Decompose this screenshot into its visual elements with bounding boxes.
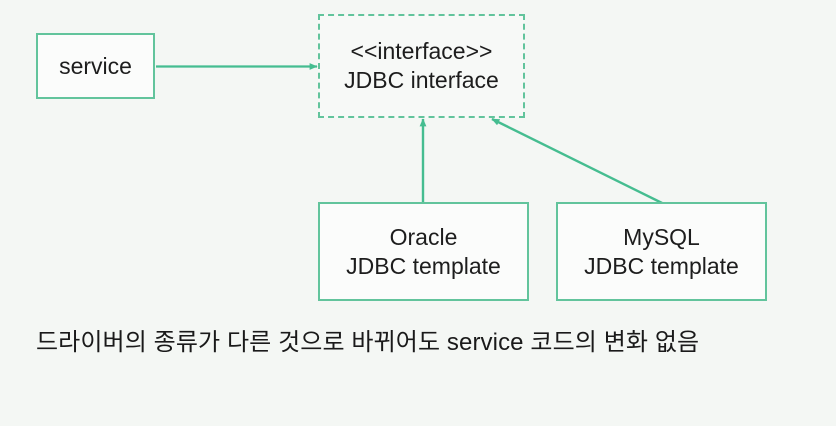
node-oracle-jdbc-template[interactable]: Oracle JDBC template xyxy=(318,202,529,301)
cropped-top-text xyxy=(0,0,836,9)
node-oracle-line1: Oracle xyxy=(389,223,458,250)
node-oracle-line2: JDBC template xyxy=(346,252,501,279)
node-interface-stereotype: <<interface>> xyxy=(350,38,493,65)
node-mysql-line1: MySQL xyxy=(623,223,700,250)
node-jdbc-interface[interactable]: <<interface>> JDBC interface xyxy=(318,14,525,118)
node-service-label: service xyxy=(59,52,132,79)
node-interface-name: JDBC interface xyxy=(344,67,499,93)
node-service[interactable]: service xyxy=(36,33,155,99)
node-mysql-jdbc-template[interactable]: MySQL JDBC template xyxy=(556,202,767,301)
edge-mysql-to-interface xyxy=(491,117,663,205)
node-mysql-line2: JDBC template xyxy=(584,252,739,279)
diagram-caption: 드라이버의 종류가 다른 것으로 바뀌어도 service 코드의 변화 없음 xyxy=(36,329,700,356)
